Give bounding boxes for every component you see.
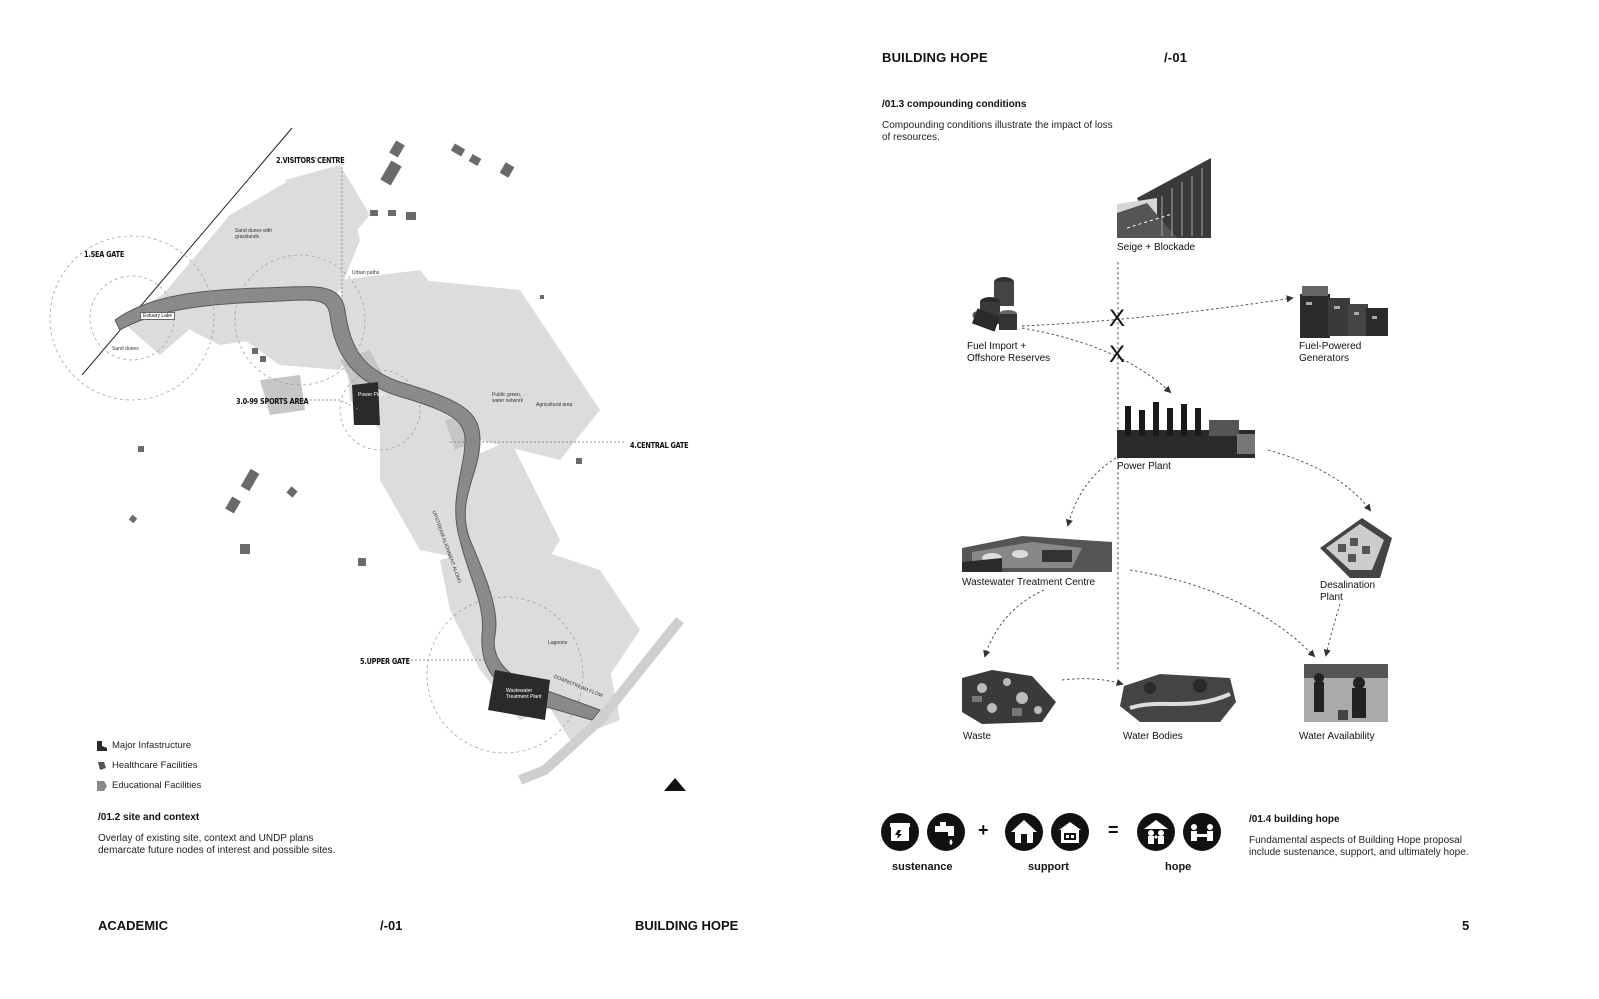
gate-label-sea: 1.SEA GATE [84,250,125,259]
generators-image [1300,286,1388,338]
healthcare-facility-icon [98,762,106,770]
map-legend: Major Infastructure Healthcare Facilitie… [96,736,201,796]
equation-label-hope: hope [1165,861,1192,873]
hope-equation: + = [880,812,1240,852]
section-desc-site-context: Overlay of existing site, context and UN… [98,833,336,856]
educational-facility-icon [97,781,107,791]
desalination-plant-image [1320,518,1392,578]
map-label-sand-dunes-veg: Sand dunes with grasslands [235,228,272,240]
node-label-water-availability: Water Availability [1299,731,1375,742]
power-plant-block [352,382,380,425]
community-icon [1183,813,1221,851]
north-arrow-icon [664,778,686,791]
node-label-power-plant: Power Plant [1117,461,1171,472]
family-icon [1137,813,1175,851]
section-desc-building-hope: Fundamental aspects of Building Hope pro… [1249,835,1469,858]
gate-label-visitors: 2.VISITORS CENTRE [276,156,345,165]
footer-left-code: /-01 [380,918,403,933]
cut-off-cross-icon: X [1109,305,1126,332]
page-code: /-01 [1164,50,1188,65]
page-title: BUILDING HOPE [882,50,988,65]
map-label-estuary: Estuary Lake [140,312,176,320]
legend-item: Healthcare Facilities [96,756,201,776]
node-label-water-bodies: Water Bodies [1123,731,1183,742]
fuel-barrels-image [971,277,1017,332]
node-label-wastewater: Wastewater Treatment Centre [962,577,1096,588]
water-bodies-image [1120,674,1236,722]
map-label-wastewater-plant: Wastewater Treatment Plant [506,688,542,700]
node-label-desalination: Desalination Plant [1320,580,1376,603]
map-label-public-green: Public green, water network [492,392,524,404]
footer-left-label: ACADEMIC [98,918,169,933]
cut-off-cross-icon: X [1109,341,1126,368]
map-label-lagoon: Lagoons [548,640,568,646]
flow-arrows [983,262,1372,686]
water-availability-image [1304,664,1388,722]
wastewater-plant-block [488,670,550,720]
food-icon [881,813,919,851]
site-map: 1.SEA GATE 2.VISITORS CENTRE 3.0-99 SPOR… [40,120,720,800]
section-title-building-hope: /01.4 building hope [1249,814,1340,825]
power-plant-image [1117,402,1255,458]
legend-item: Educational Facilities [96,776,201,796]
gate-label-upper: 5.UPPER GATE [360,657,410,666]
section-title-site-context: /01.2 site and context [98,812,200,823]
equation-label-support: support [1028,861,1069,873]
footer-center-title: BUILDING HOPE [635,918,739,933]
map-label-sand-dunes: Sand dunes [112,346,139,352]
waste-image [962,670,1056,724]
shelter-icon [1051,813,1089,851]
house-icon [1005,813,1043,851]
wastewater-centre-image [962,536,1112,572]
major-infrastructure-icon [97,741,107,751]
map-label-power-plant: Power Plant [358,392,385,398]
node-label-fuel: Fuel Import + Offshore Reserves [967,341,1051,364]
node-label-generators: Fuel-Powered Generators [1299,341,1362,364]
section-title-compounding: /01.3 compounding conditions [882,99,1027,110]
node-label-waste: Waste [963,731,991,742]
gate-label-sports: 3.0-99 SPORTS AREA [236,397,309,406]
map-label-agri: Agricultural area [536,402,573,408]
plus-sign: + [978,820,989,840]
wadi-river [114,286,601,721]
page-number: 5 [1462,918,1470,933]
equation-label-sustenance: sustenance [892,861,953,873]
leader-lines [295,157,625,661]
gate-label-central: 4.CENTRAL GATE [630,441,689,450]
infrastructure-blocks [128,140,582,566]
map-label-urban: Urban paths [352,270,380,276]
siege-wall-image [1117,158,1211,240]
section-desc-compounding: Compounding conditions illustrate the im… [882,120,1113,143]
equals-sign: = [1108,820,1119,840]
water-tap-icon [927,813,965,851]
upper-road [518,616,684,785]
coastline [81,127,293,376]
legend-item: Major Infastructure [96,736,201,756]
node-label-siege: Seige + Blockade [1117,242,1196,253]
